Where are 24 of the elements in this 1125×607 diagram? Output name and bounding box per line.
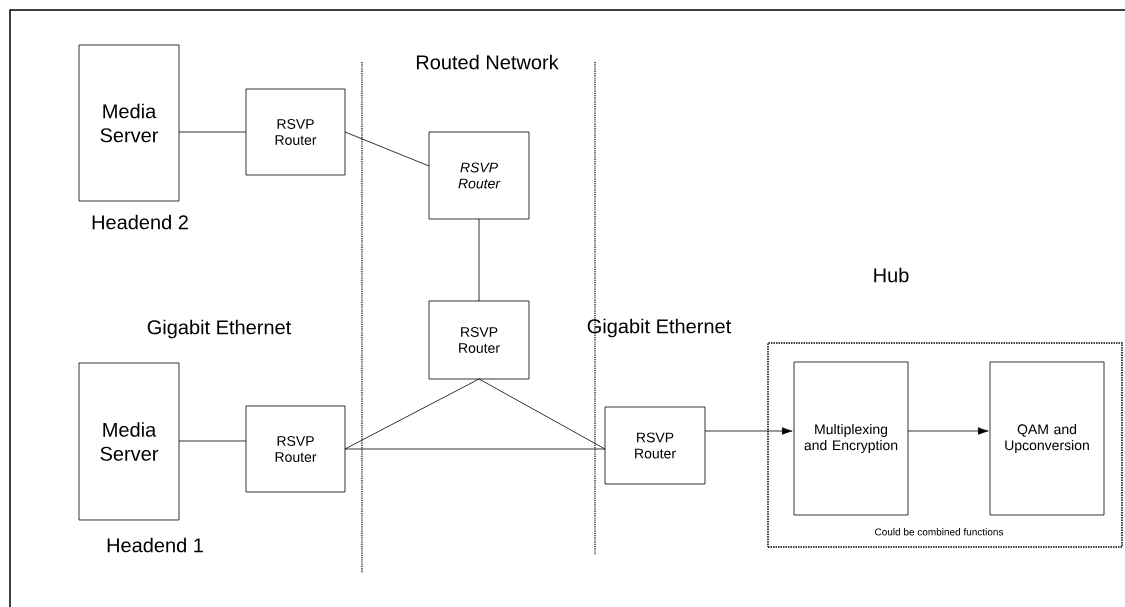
router-box: RSVP Router xyxy=(428,131,530,220)
router-box: RSVP Router xyxy=(428,300,530,380)
router-box: RSVP Router xyxy=(245,405,346,493)
server-box: Media Server xyxy=(78,362,180,521)
process-box: Multiplexing and Encryption xyxy=(793,361,909,516)
server-box: Media Server xyxy=(78,44,180,202)
connector-line xyxy=(478,218,480,302)
connector-line xyxy=(344,131,430,167)
arrow xyxy=(907,427,989,435)
connector-line xyxy=(478,378,606,450)
router-box: RSVP Router xyxy=(604,406,706,485)
connector-line xyxy=(344,378,480,450)
connector-line xyxy=(178,440,247,442)
node-label: Headend 1 xyxy=(107,537,203,553)
arrow xyxy=(704,427,793,435)
section-label: Gigabit Ethernet xyxy=(587,318,732,338)
process-box: QAM and Upconversion xyxy=(989,361,1105,516)
section-label: Hub xyxy=(874,267,909,283)
connector-line xyxy=(178,131,247,133)
section-label: Routed Network xyxy=(416,54,559,70)
section-label: Gigabit Ethernet xyxy=(147,319,292,339)
node-label: Headend 2 xyxy=(92,214,188,230)
router-box: RSVP Router xyxy=(245,88,346,176)
connector-line xyxy=(344,448,606,450)
